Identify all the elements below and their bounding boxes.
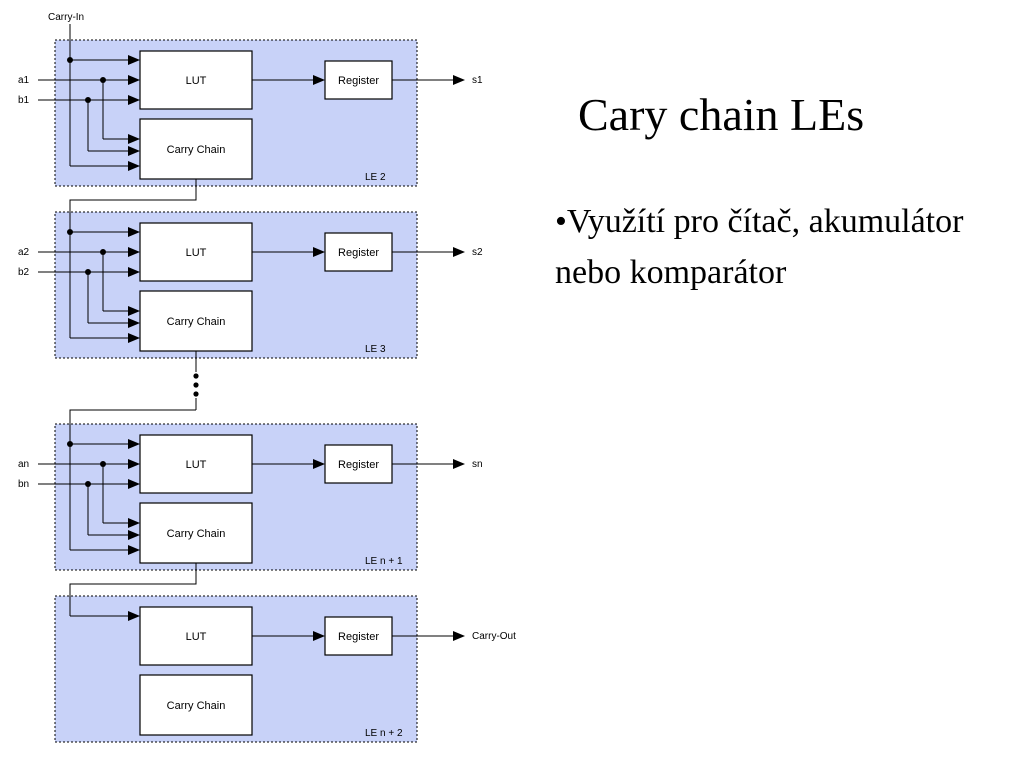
carry-chain-label: Carry Chain — [167, 700, 226, 712]
lut-input-arrow — [128, 479, 140, 489]
lut-box — [139, 606, 253, 666]
carry-chain-label: Carry Chain — [167, 316, 226, 328]
carry-chain-box — [139, 502, 253, 564]
carry-chain-link-wire — [69, 409, 196, 444]
carry-chain-input-arrow — [128, 161, 140, 171]
carry-chain-input-arrow — [128, 333, 140, 343]
lut-input-arrow — [128, 439, 140, 449]
lut-label: LUT — [186, 247, 207, 259]
register-label: Register — [338, 459, 379, 471]
register-input-arrow — [313, 75, 325, 85]
lut-label: LUT — [186, 459, 207, 471]
carry-in-label: Carry-In — [48, 12, 84, 23]
carry-chain-link-wire — [69, 563, 197, 616]
register-label: Register — [338, 75, 379, 87]
register-input-arrow — [313, 631, 325, 641]
carry-chain-input-arrow — [128, 545, 140, 555]
lut-box — [139, 434, 253, 494]
a-input-label: a2 — [18, 247, 30, 258]
carry-chain-input-arrow — [128, 530, 140, 540]
lut-input-arrow — [128, 611, 140, 621]
logic-element-label: LE n + 2 — [365, 728, 403, 739]
register-label: Register — [338, 247, 379, 259]
carry-chain-box — [139, 118, 253, 180]
output-arrow — [453, 631, 465, 641]
lut-input-arrow — [128, 95, 140, 105]
register-box — [324, 232, 393, 272]
lut-box — [139, 50, 253, 110]
carry-chain-box — [139, 674, 253, 736]
lut-label: LUT — [186, 75, 207, 87]
lut-input-arrow — [128, 267, 140, 277]
lut-label: LUT — [186, 631, 207, 643]
b-input-label: b2 — [18, 267, 30, 278]
lut-input-arrow — [128, 459, 140, 469]
sum-output-label: s1 — [472, 75, 483, 86]
lut-input-arrow — [128, 227, 140, 237]
carry-chain-link-wire — [69, 179, 197, 232]
sum-output-label: sn — [472, 459, 483, 470]
carry-chain-box — [139, 290, 253, 352]
carry-chain-input-arrow — [128, 146, 140, 156]
carry-chain-input-arrow — [128, 306, 140, 316]
chain-ellipsis — [193, 352, 199, 410]
bullet-text: •Využítí pro čítač, akumulátor nebo komp… — [555, 203, 964, 291]
logic-element-label: LE 2 — [365, 172, 386, 183]
b-input-label: bn — [18, 479, 29, 490]
logic-element-label: LE 3 — [365, 344, 386, 355]
slide-title: Cary chain LEs — [578, 89, 865, 140]
carry-out-label: Carry-Out — [472, 631, 516, 642]
register-input-arrow — [313, 459, 325, 469]
register-input-arrow — [313, 247, 325, 257]
b-input-label: b1 — [18, 95, 30, 106]
lut-input-arrow — [128, 247, 140, 257]
output-arrow — [453, 247, 465, 257]
output-arrow — [453, 75, 465, 85]
a-input-label: a1 — [18, 75, 30, 86]
sum-output-label: s2 — [472, 247, 483, 258]
output-arrow — [453, 459, 465, 469]
carry-chain-input-arrow — [128, 318, 140, 328]
register-box — [324, 60, 393, 100]
lut-input-arrow — [128, 75, 140, 85]
carry-chain-label: Carry Chain — [167, 144, 226, 156]
logic-element-label: LE n + 1 — [365, 556, 403, 567]
carry-chain-label: Carry Chain — [167, 528, 226, 540]
carry-chain-input-arrow — [128, 518, 140, 528]
a-input-label: an — [18, 459, 29, 470]
carry-chain-input-arrow — [128, 134, 140, 144]
register-label: Register — [338, 631, 379, 643]
lut-input-arrow — [128, 55, 140, 65]
